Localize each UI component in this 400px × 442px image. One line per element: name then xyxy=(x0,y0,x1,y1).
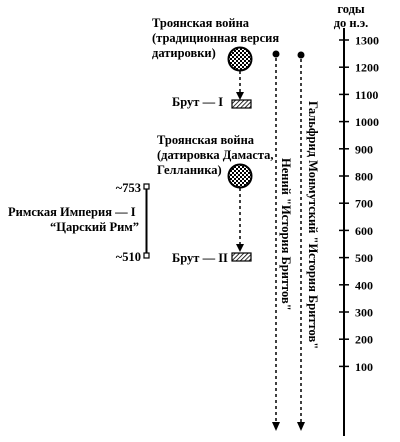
axis-tick-label: 700 xyxy=(355,197,373,211)
axis-tick-label: 300 xyxy=(355,306,373,320)
troy-traditional-line2: (традиционная версия xyxy=(152,31,279,45)
axis-tick-label: 100 xyxy=(355,360,373,374)
axis-title-line1: годы xyxy=(337,2,365,16)
axis-tick-label: 1300 xyxy=(355,34,379,48)
nennius-label: Нений "История Бриттов" xyxy=(279,158,293,311)
brut2-marker xyxy=(231,252,252,262)
troy-damast-marker xyxy=(227,163,253,189)
axis-title-line2: до н.э. xyxy=(334,16,369,30)
nennius-start-dot xyxy=(272,50,280,58)
axis-tick-label: 1100 xyxy=(355,88,378,102)
troy-damast-line1: Троянская война xyxy=(157,133,255,147)
geoffrey-label: Гальфрид Монмутский "История Бриттов" xyxy=(306,101,320,349)
rome-end-marker xyxy=(143,252,150,259)
troy-damast-arrowhead xyxy=(236,244,244,252)
axis-tick-label: 400 xyxy=(355,278,373,292)
rome-title-line2: “Царский Рим” xyxy=(50,220,139,234)
nennius-arrowhead xyxy=(272,422,280,431)
rome-start-marker xyxy=(143,183,150,190)
rome-end-label: ~510 xyxy=(116,250,141,264)
troy-traditional-marker xyxy=(227,46,253,72)
rome-title-line1: Римская Империя — I xyxy=(8,205,136,219)
troy-damast-line3: Гелланика) xyxy=(157,163,222,177)
troy-traditional-line1: Троянская война xyxy=(152,16,250,30)
geoffrey-arrowhead xyxy=(297,422,305,431)
rome-start-label: ~753 xyxy=(116,181,141,195)
axis-tick-label: 900 xyxy=(355,142,373,156)
troy-damast-line2: (датировка Дамаста, xyxy=(157,148,274,162)
brut1-marker xyxy=(231,99,252,109)
brut2-label: Брут — II xyxy=(172,251,228,265)
axis-tick-label: 1000 xyxy=(355,115,379,129)
troy-traditional-line3: датировки) xyxy=(152,46,216,60)
axis-tick-label: 600 xyxy=(355,224,373,238)
axis-tick-label: 500 xyxy=(355,251,373,265)
axis-tick-label: 1200 xyxy=(355,61,379,75)
troy-traditional-arrowhead xyxy=(236,92,244,100)
axis-tick-label: 200 xyxy=(355,333,373,347)
geoffrey-start-dot xyxy=(297,51,305,59)
axis-tick-label: 800 xyxy=(355,170,373,184)
axis-ticks: 1300 1200 1100 1000 900 800 700 600 500 400 300 200… xyxy=(339,34,379,374)
brut1-label: Брут — I xyxy=(172,95,223,109)
